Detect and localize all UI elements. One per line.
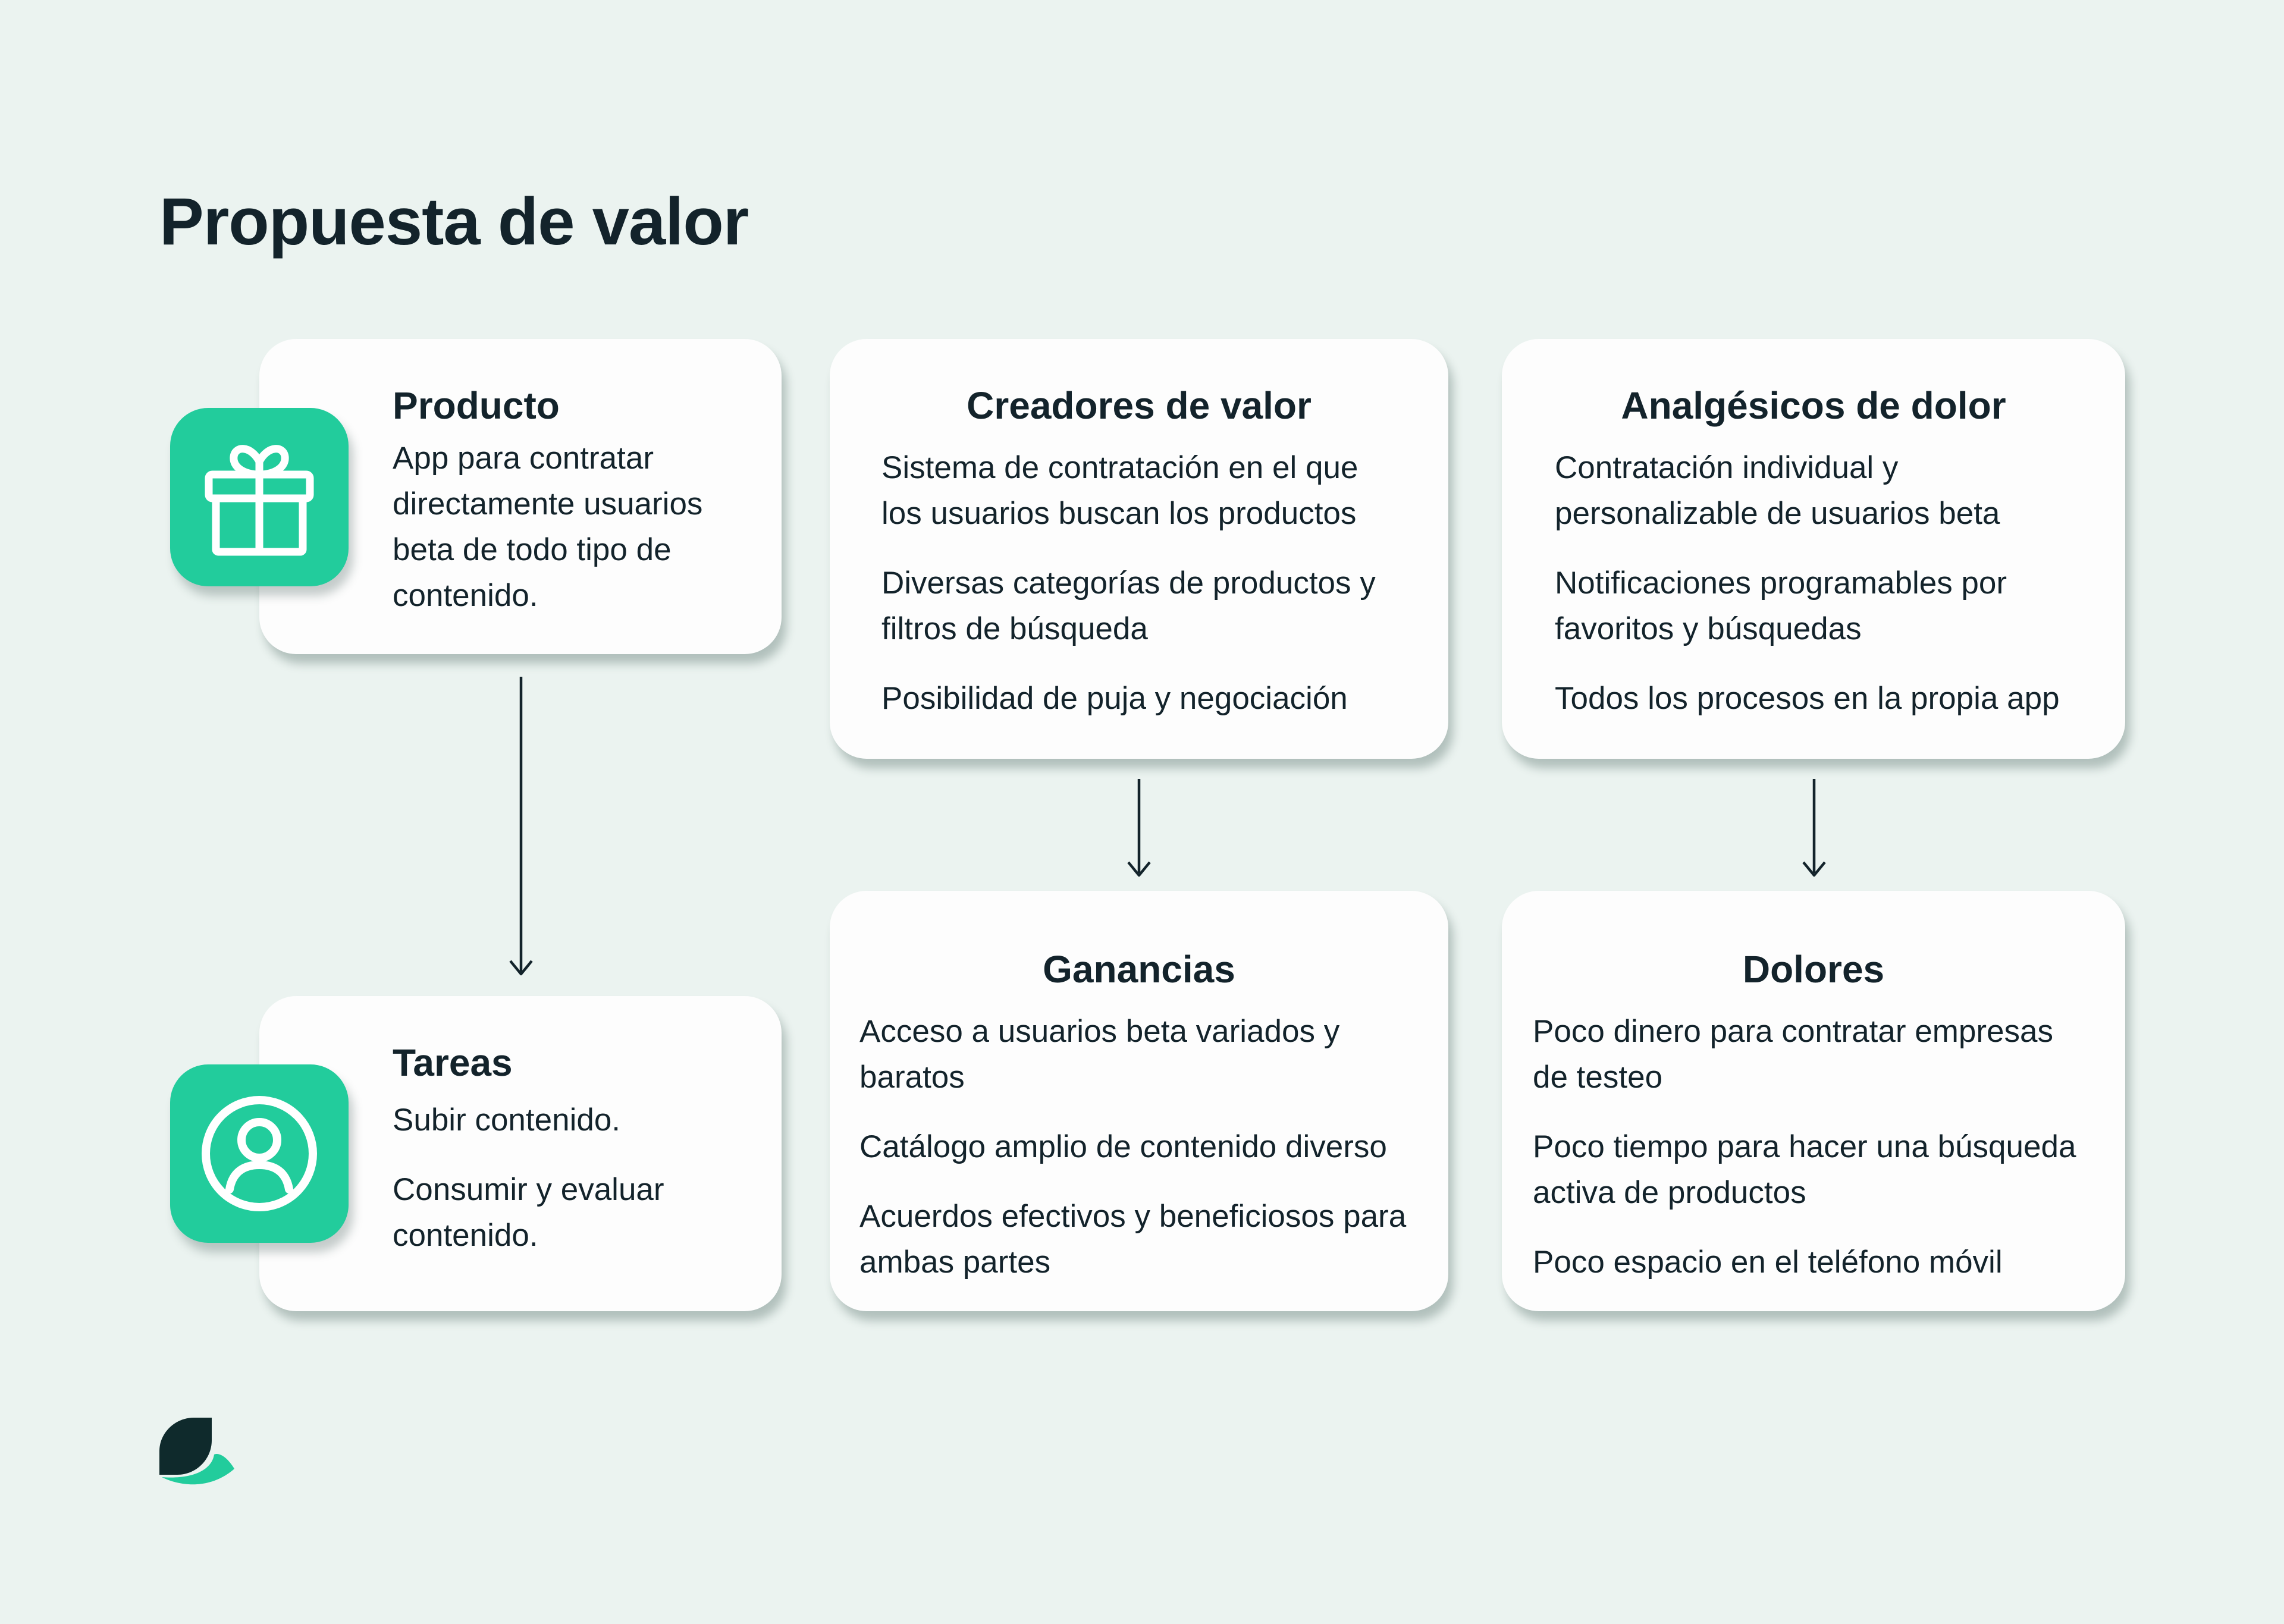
card-dolores-title: Dolores [1742,948,1885,991]
dolores-line: activa de productos [1533,1175,1806,1210]
analgesicos-line: Contratación individual y [1555,450,1899,485]
analgesicos-item: Todos los procesos en la propia app [1555,676,2060,721]
card-analgesicos-title: Analgésicos de dolor [1621,384,2006,427]
arrow-down-icon [509,677,533,976]
card-producto: Producto App para contratar directamente… [259,339,782,654]
ganancias-line: Acuerdos efectivos y beneficiosos para [859,1199,1407,1234]
arrow-down-icon [1127,779,1151,877]
user-avatar-icon [170,1064,349,1243]
analgesicos-item: Contratación individual y personalizable… [1555,445,2060,536]
card-tareas: Tareas Subir contenido. Consumir y evalu… [259,996,782,1311]
creadores-item: Diversas categorías de productos y filtr… [881,560,1376,652]
ganancias-line: Acceso a usuarios beta variados y [859,1014,1340,1049]
card-creadores-body: Sistema de contratación en el que los us… [881,445,1376,721]
producto-line: App para contratar [393,441,654,476]
analgesicos-item: Notificaciones programables por favorito… [1555,560,2060,652]
card-producto-title: Producto [393,384,560,427]
card-tareas-body: Subir contenido. Consumir y evaluar cont… [393,1097,664,1258]
dolores-line: de testeo [1533,1060,1663,1095]
ganancias-item: Acuerdos efectivos y beneficiosos para a… [859,1193,1406,1285]
brand-logo-icon [159,1418,234,1485]
ganancias-line: baratos [859,1060,965,1095]
card-ganancias: Ganancias Acceso a usuarios beta variado… [830,891,1448,1311]
tareas-item: Subir contenido. [393,1097,664,1143]
analgesicos-line: Notificaciones programables por [1555,566,2007,601]
producto-line: contenido. [393,578,538,613]
ganancias-item: Acceso a usuarios beta variados y barato… [859,1009,1406,1100]
dolores-line: Poco dinero para contratar empresas [1533,1014,2053,1049]
tareas-line: contenido. [393,1218,538,1253]
creadores-item: Sistema de contratación en el que los us… [881,445,1376,536]
ganancias-line: Catálogo amplio de contenido diverso [859,1129,1387,1164]
card-analgesicos-de-dolor: Analgésicos de dolor Contratación indivi… [1502,339,2125,759]
creadores-line: Posibilidad de puja y negociación [881,681,1348,716]
arrow-down-icon [1802,779,1826,877]
dolores-item: Poco espacio en el teléfono móvil [1533,1239,2076,1285]
analgesicos-line: favoritos y búsquedas [1555,611,1862,646]
card-analgesicos-body: Contratación individual y personalizable… [1555,445,2060,721]
dolores-line: Poco tiempo para hacer una búsqueda [1533,1129,2076,1164]
creadores-line: filtros de búsqueda [881,611,1148,646]
tareas-line: Subir contenido. [393,1102,621,1138]
card-producto-body: App para contratar directamente usuarios… [393,435,702,618]
card-dolores-body: Poco dinero para contratar empresas de t… [1533,1009,2076,1285]
ganancias-line: ambas partes [859,1245,1051,1280]
creadores-line: Sistema de contratación en el que [881,450,1359,485]
creadores-line: Diversas categorías de productos y [881,566,1376,601]
analgesicos-line: Todos los procesos en la propia app [1555,681,2060,716]
card-ganancias-title: Ganancias [1043,948,1235,991]
analgesicos-line: personalizable de usuarios beta [1555,496,2000,531]
dolores-item: Poco dinero para contratar empresas de t… [1533,1009,2076,1100]
card-ganancias-body: Acceso a usuarios beta variados y barato… [859,1009,1406,1285]
creadores-item: Posibilidad de puja y negociación [881,676,1376,721]
ganancias-item: Catálogo amplio de contenido diverso [859,1124,1406,1170]
creadores-line: los usuarios buscan los productos [881,496,1357,531]
gift-icon [170,408,349,586]
dolores-line: Poco espacio en el teléfono móvil [1533,1245,2003,1280]
tareas-item: Consumir y evaluar contenido. [393,1167,664,1258]
page-title: Propuesta de valor [159,184,749,259]
tareas-line: Consumir y evaluar [393,1172,664,1207]
card-dolores: Dolores Poco dinero para contratar empre… [1502,891,2125,1311]
card-creadores-de-valor: Creadores de valor Sistema de contrataci… [830,339,1448,759]
card-tareas-title: Tareas [393,1041,513,1084]
card-creadores-title: Creadores de valor [967,384,1312,427]
dolores-item: Poco tiempo para hacer una búsqueda acti… [1533,1124,2076,1215]
producto-line: directamente usuarios [393,486,703,522]
producto-line: beta de todo tipo de [393,532,672,567]
